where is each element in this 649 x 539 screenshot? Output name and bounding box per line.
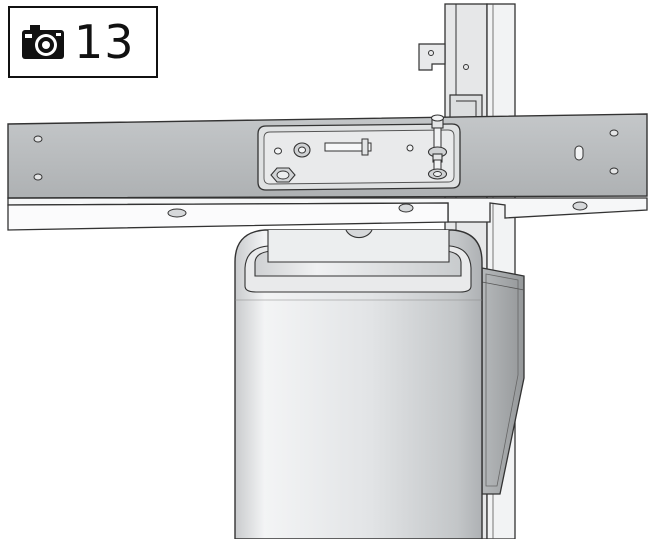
bolt-lower (427, 153, 448, 180)
mounting-plate (257, 123, 461, 191)
step-badge: 13 (8, 6, 158, 78)
camera-icon (22, 25, 64, 59)
mounting-tab (418, 43, 446, 71)
side-bracket (481, 267, 525, 495)
step-number: 13 (74, 15, 135, 69)
rail-lower-flange (7, 197, 648, 231)
hex-nut (270, 167, 296, 183)
leg-column (234, 229, 483, 539)
